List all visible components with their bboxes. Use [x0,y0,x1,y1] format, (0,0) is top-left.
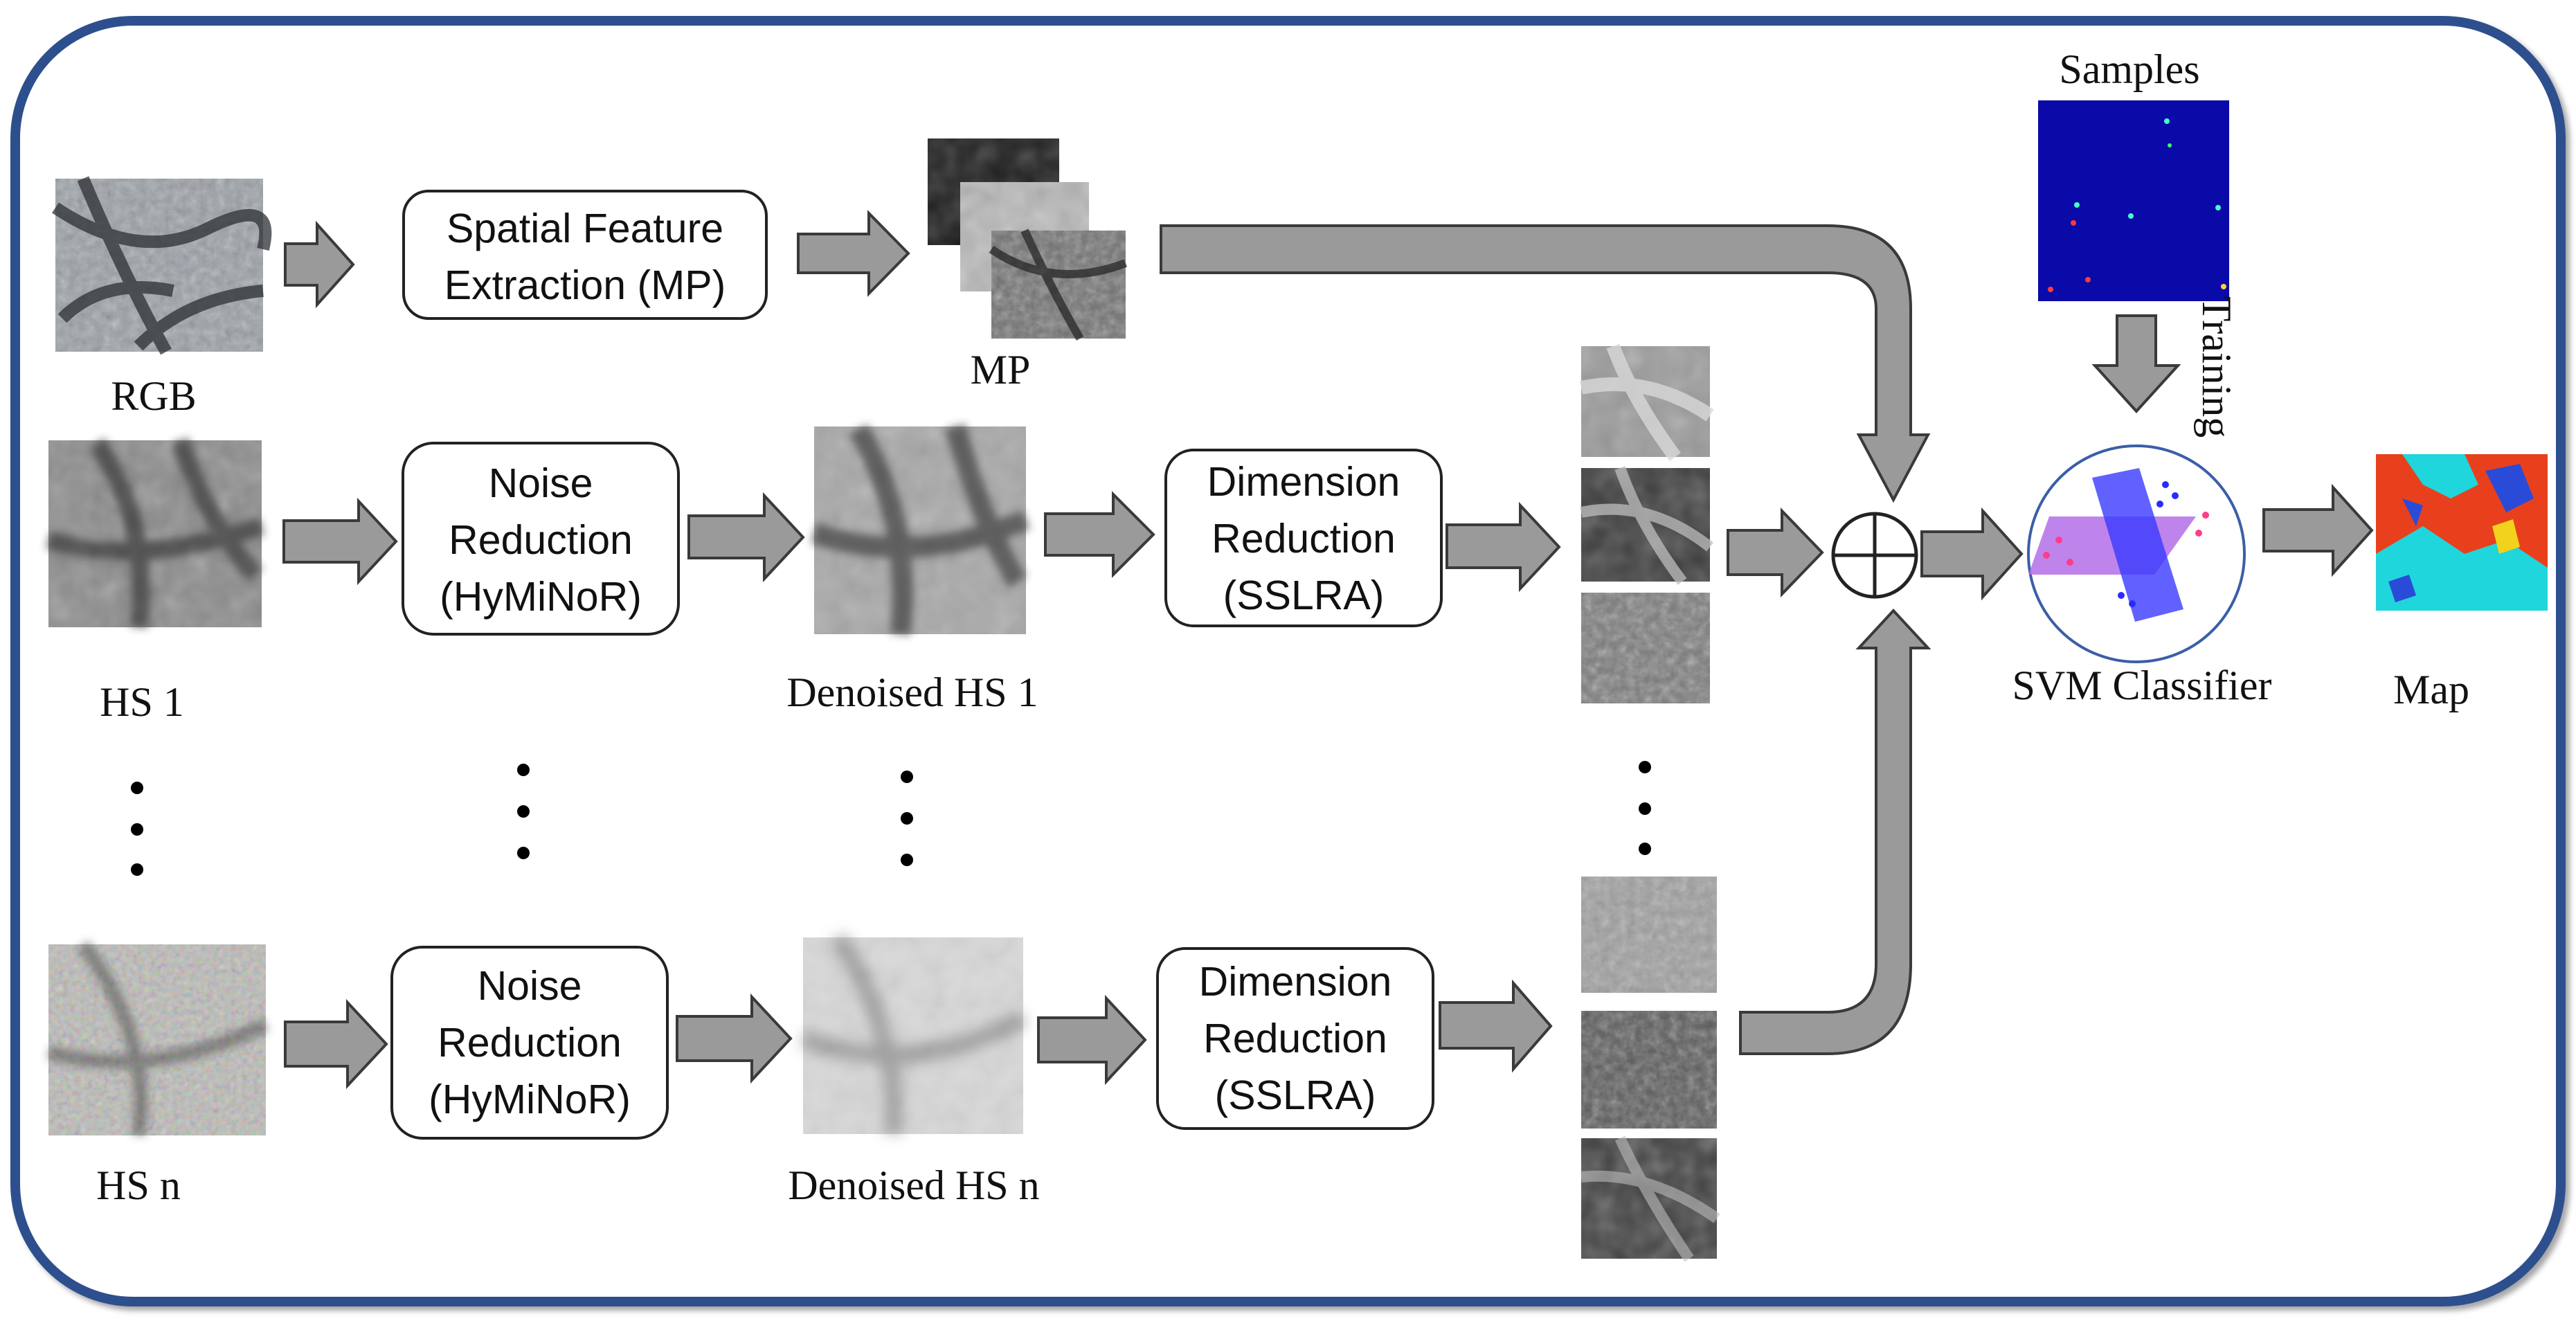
noisen-line3: (HyMiNoR) [429,1077,631,1122]
hs1-label: HS 1 [100,679,184,725]
dim1-line1: Dimension [1207,459,1400,505]
arrow-hsn-to-noise [284,998,388,1090]
svm-classifier-label: SVM Classifier [2012,663,2272,708]
arrow-mp-to-combiner [1160,224,1931,503]
fusion-combiner [1831,512,1918,599]
arrow-samples-to-svm [2091,314,2181,413]
arrow-dim1-to-features [1445,501,1561,593]
dimension-reduction-box-1: Dimension Reduction (SSLRA) [1164,449,1443,627]
hs1-image [46,438,265,629]
spatial-label-line1: Spatial Feature [447,206,723,251]
noisen-line2: Reduction [438,1020,622,1066]
reduced-features-stack-n [1580,877,1720,1262]
reduced-features-stack-1 [1579,343,1714,703]
denoised-hs1-label: Denoised HS 1 [786,670,1038,715]
dim1-line3: (SSLRA) [1223,573,1385,618]
mp-image-stack [928,138,1128,341]
spatial-feature-box: Spatial Feature Extraction (MP) [402,190,768,320]
arrow-hs1-to-noise [282,497,398,586]
rgb-image [52,176,272,355]
dimn-line3: (SSLRA) [1215,1072,1376,1118]
arrow-svm-to-map [2262,483,2374,577]
arrow-denoisedn-to-dim [1037,994,1147,1086]
dimn-line2: Reduction [1203,1016,1387,1061]
arrow-combiner-to-svm [1920,507,2024,601]
arrow-noisen-to-denoisedn [676,993,793,1084]
dimension-reduction-box-n: Dimension Reduction (SSLRA) [1156,947,1434,1130]
samples-image [2038,100,2229,301]
ellipsis-features [1639,761,1651,855]
arrow-rgb-to-spatial [284,220,355,309]
spatial-label-line2: Extraction (MP) [444,262,726,308]
noise-reduction-box-1: Noise Reduction (HyMiNoR) [402,442,680,636]
rgb-label: RGB [111,373,196,419]
hsn-label: HS n [96,1162,181,1208]
arrow-featuresn-to-combiner [1739,609,1931,1055]
arrow-features1-to-combiner [1727,507,1824,597]
dim1-line2: Reduction [1212,516,1396,561]
noise1-line3: (HyMiNoR) [440,574,642,620]
denoised-hsn-image [800,933,1027,1135]
dimn-line1: Dimension [1199,959,1392,1005]
arrow-dimn-to-features [1439,979,1553,1073]
noise1-line2: Reduction [449,517,633,563]
arrow-denoised1-to-dim [1044,491,1155,578]
mp-label: MP [971,347,1031,393]
denoised-hsn-label: Denoised HS n [788,1162,1039,1208]
hsn-image [46,940,269,1137]
map-label: Map [2393,667,2469,712]
svm-classifier-icon [2027,444,2246,663]
ellipsis-noise [517,764,530,859]
arrow-noise1-to-denoised1 [687,492,805,583]
ellipsis-denoised [901,771,913,866]
noisen-line1: Noise [478,963,582,1009]
ellipsis-inputs [131,782,143,876]
classification-map [2376,454,2548,611]
noise1-line1: Noise [489,460,593,506]
training-label: Training [2194,296,2240,438]
noise-reduction-box-n: Noise Reduction (HyMiNoR) [390,946,669,1140]
arrow-spatial-to-mp [797,210,910,297]
samples-label: Samples [2059,46,2199,92]
denoised-hs1-image [811,423,1030,636]
